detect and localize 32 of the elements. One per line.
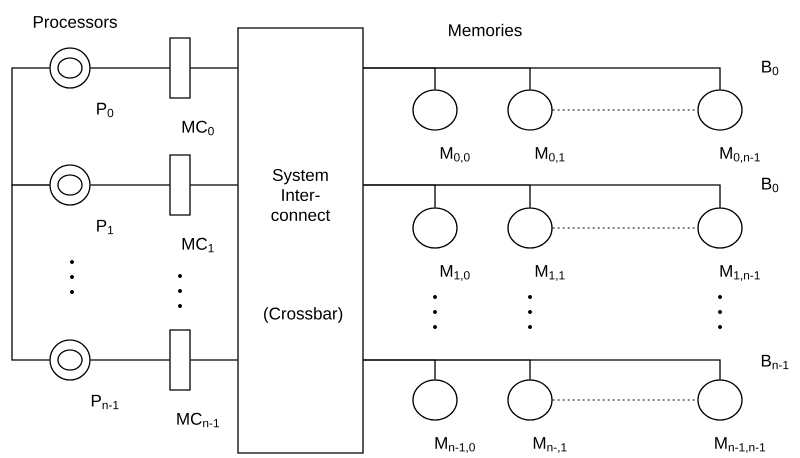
node-label: P$_{n-1}$	[92, 394, 118, 410]
node-label: M$_{1,0}$	[440, 265, 470, 281]
node-label: MC$_{n-1}$	[177, 412, 219, 428]
connector-line	[190, 67, 238, 69]
connector-line	[11, 67, 50, 186]
text-label: B$_{0}$	[762, 178, 778, 192]
node-label: MC$_{0}$	[182, 120, 214, 136]
text-label: B$_{0}$	[762, 60, 778, 76]
crossbar-box: System Inter- connect (Crossbar)	[237, 27, 364, 454]
node-label: M$_{0,1}$	[536, 147, 565, 163]
connector-line	[364, 184, 721, 208]
node-label: MC$_{1}$	[182, 238, 214, 252]
node-label: M$_{n-,1}$	[534, 437, 566, 453]
connector-line	[11, 184, 50, 361]
node-label: M$_{1,1}$	[536, 265, 565, 281]
node-label: M$_{0,n-1}$	[720, 147, 760, 163]
connector-line	[90, 184, 170, 186]
connector-line	[190, 184, 238, 186]
connector-line	[364, 359, 721, 380]
text-label: Processors	[34, 16, 117, 28]
connector-line	[90, 359, 170, 361]
connector-line	[190, 359, 238, 361]
text-label: Memories	[449, 24, 522, 36]
node-label: M$_{n-1,n-1}$	[715, 437, 766, 453]
connector-line	[90, 67, 170, 69]
node-label: M$_{0,0}$	[440, 147, 470, 163]
node-label: M$_{n-1,0}$	[436, 437, 475, 453]
text-label: B$_{n-1}$	[762, 354, 788, 370]
node-label: P$_{0}$	[97, 102, 114, 118]
connector-line	[364, 67, 721, 90]
node-label: M$_{1,n-1}$	[720, 265, 760, 281]
node-label: P$_{1}$	[97, 220, 114, 234]
